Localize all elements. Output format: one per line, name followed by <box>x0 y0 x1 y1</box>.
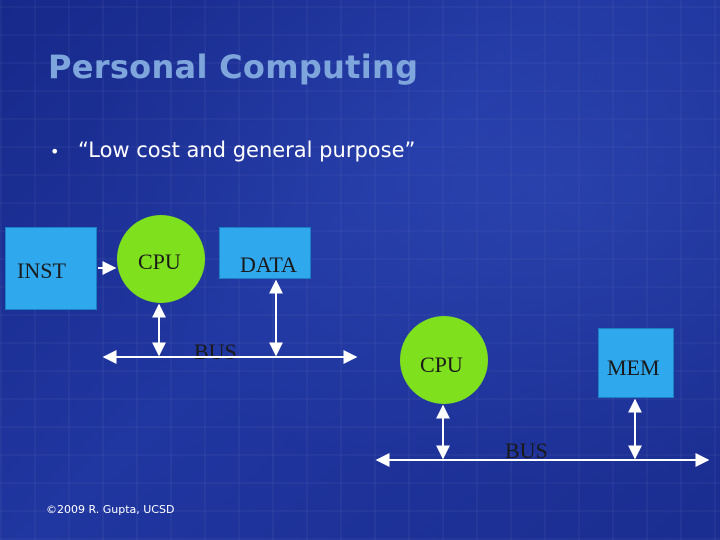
cpu-label-right: CPU <box>420 352 463 377</box>
footer-copyright: ©2009 R. Gupta, UCSD <box>46 503 175 516</box>
bullet-dot-icon: • <box>50 141 60 161</box>
cpu-label-left: CPU <box>138 249 181 274</box>
data-box-left: DATA <box>219 227 311 279</box>
data-label: DATA <box>240 252 297 277</box>
cpu-circle-right: CPU <box>400 316 488 404</box>
bullet-item: • “Low cost and general purpose” <box>50 138 415 162</box>
inst-box: INST <box>5 227 97 310</box>
slide-title: Personal Computing <box>48 48 419 86</box>
inst-label: INST <box>17 258 66 283</box>
mem-label: MEM <box>607 355 660 380</box>
mem-box-right: MEM <box>598 328 674 398</box>
cpu-circle-left: CPU <box>117 215 205 303</box>
bullet-text: “Low cost and general purpose” <box>78 138 416 162</box>
